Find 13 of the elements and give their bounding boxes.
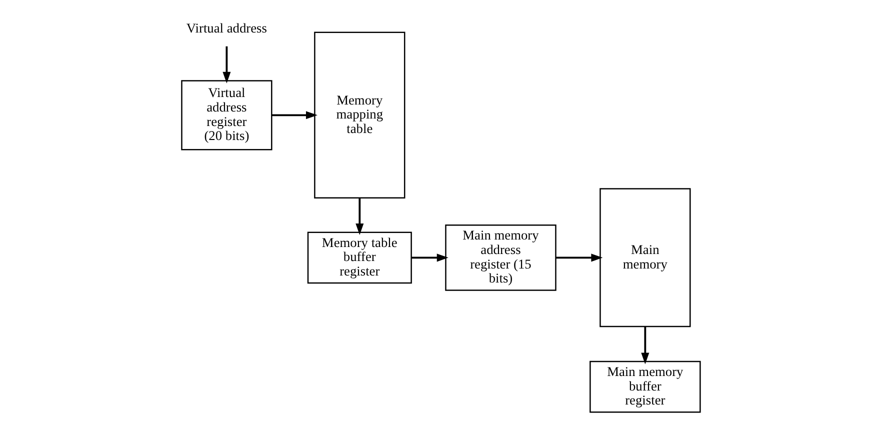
arrow: [411, 254, 448, 262]
node-box: Memory table buffer register: [306, 232, 412, 284]
node-text: Virtual address: [186, 20, 266, 36]
node-box: Main memory: [599, 188, 690, 328]
node-box: Virtual address register (20 bits): [180, 80, 272, 150]
node-box: Main memory buffer register: [589, 360, 700, 413]
arrow: [271, 111, 317, 120]
node-box: Memory mapping table: [314, 32, 405, 199]
node-box: Main memory address register (15 bits): [444, 224, 556, 291]
arrow: [556, 254, 602, 262]
arrow: [222, 46, 230, 84]
arrow: [355, 198, 364, 235]
arrow: [640, 326, 649, 364]
